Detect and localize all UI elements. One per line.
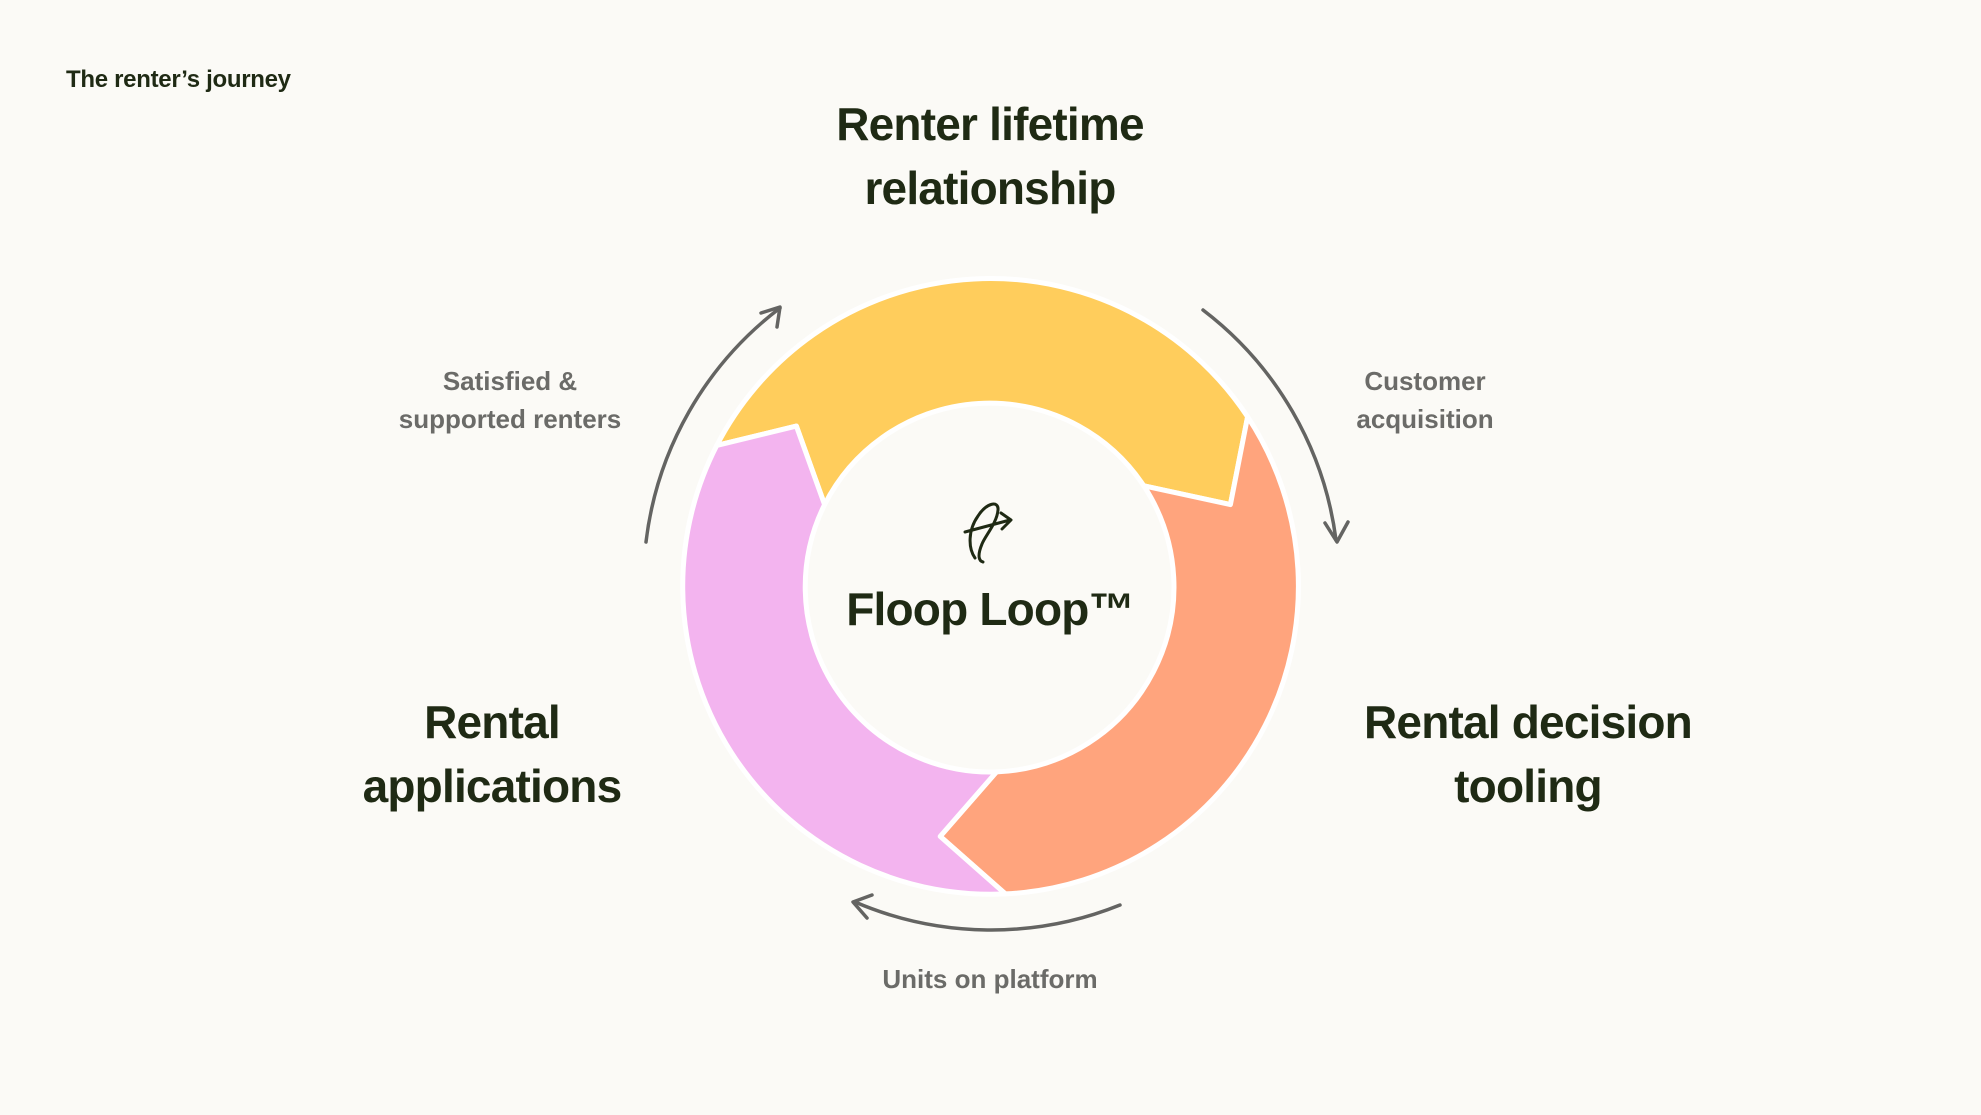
flow-arrow-customer-acquisition-head <box>1323 520 1350 544</box>
flow-label-line: Satisfied & <box>442 366 578 396</box>
flow-label-satisfied-renters: Satisfied & supported renters <box>360 362 660 438</box>
stage-label-line: applications <box>362 760 623 812</box>
flow-arrow-units-on-platform <box>853 900 1122 932</box>
stage-label-rental-applications: Rental applications <box>292 690 692 818</box>
flow-label-customer-acquisition: Customer acquisition <box>1275 362 1575 438</box>
flow-label-line: Units on platform <box>882 964 1098 994</box>
ring-segment-rental-applications <box>680 423 1008 897</box>
flow-arrow-customer-acquisition <box>1201 308 1338 542</box>
stage-label-line: Rental <box>424 696 561 748</box>
flow-label-line: acquisition <box>1356 404 1494 434</box>
stage-label-renter-lifetime: Renter lifetime relationship <box>790 92 1190 220</box>
stage-label-rental-decision: Rental decision tooling <box>1328 690 1728 818</box>
page-eyebrow-title: The renter’s journey <box>66 66 291 93</box>
stage-label-line: relationship <box>864 162 1116 214</box>
flow-arrow-units-on-platform-head <box>851 893 874 920</box>
flow-arrow-satisfied-renters-head <box>759 305 782 329</box>
flow-label-units-on-platform: Units on platform <box>840 960 1140 998</box>
stage-label-line: Rental decision <box>1364 696 1693 748</box>
stage-label-line: tooling <box>1454 760 1602 812</box>
flow-label-line: supported renters <box>398 404 622 434</box>
flow-label-line: Customer <box>1364 366 1486 396</box>
flow-arrow-satisfied-renters <box>644 306 782 544</box>
ring-segment-rental-decision <box>937 414 1301 897</box>
stage-label-line: Renter lifetime <box>836 98 1144 150</box>
ring-segment-renter-lifetime <box>714 276 1251 508</box>
center-title: Floop Loop™ <box>846 583 1134 635</box>
floop-f-logo-icon <box>963 502 1013 564</box>
